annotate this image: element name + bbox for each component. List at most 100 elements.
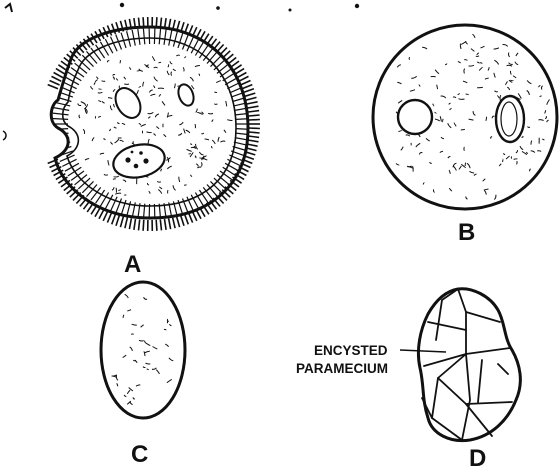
- granule: [154, 134, 156, 136]
- granule: [157, 181, 161, 182]
- cilium: [48, 85, 58, 89]
- figure-a-cilia: [48, 17, 260, 231]
- cilium: [249, 115, 260, 116]
- figure-c-outline: [101, 282, 185, 418]
- granule: [154, 77, 158, 82]
- granule: [224, 130, 226, 133]
- figure-c-cyst: [101, 282, 185, 418]
- cilium: [248, 111, 259, 112]
- cilium: [125, 218, 128, 229]
- granule: [173, 185, 176, 190]
- granule: [120, 140, 124, 141]
- granule: [116, 78, 118, 80]
- granule: [167, 166, 171, 169]
- granule: [154, 67, 158, 68]
- ectoplasm-tick: [159, 28, 160, 44]
- granule: [95, 80, 97, 82]
- cilium: [248, 140, 259, 142]
- granule: [149, 90, 152, 92]
- granule: [115, 193, 121, 194]
- granule: [109, 129, 110, 131]
- cilium: [139, 220, 140, 231]
- cilium: [249, 128, 260, 129]
- granule: [184, 185, 186, 186]
- cilium: [177, 217, 180, 228]
- granule: [113, 179, 116, 180]
- cilium: [54, 73, 64, 78]
- granule: [139, 123, 141, 125]
- cilium: [249, 132, 260, 133]
- granule: [212, 146, 213, 148]
- ectoplasm-tick: [132, 30, 135, 46]
- granule: [104, 174, 108, 175]
- figure-a-stray-mark: [3, 131, 6, 140]
- granule: [511, 157, 512, 159]
- granule: [159, 94, 161, 96]
- ectoplasm-tick: [154, 28, 155, 44]
- cilium: [242, 85, 252, 89]
- ectoplasm-tick: [178, 33, 183, 48]
- granule: [114, 127, 117, 128]
- cilium: [185, 214, 189, 224]
- cilium: [169, 218, 171, 229]
- granule: [149, 192, 150, 194]
- figure-b-label: B: [458, 219, 475, 246]
- granule: [98, 92, 103, 93]
- granule: [464, 147, 465, 151]
- granule: [170, 61, 172, 64]
- ectoplasm-tick: [187, 37, 194, 52]
- granule: [161, 169, 162, 171]
- granule: [141, 124, 146, 126]
- cilium: [107, 213, 111, 223]
- cilium: [52, 76, 62, 81]
- cilium: [56, 69, 65, 75]
- ectoplasm-tick: [183, 35, 189, 50]
- granule: [167, 71, 169, 75]
- granule: [114, 104, 115, 107]
- granule: [154, 86, 155, 88]
- figure-a-vacuole-left: [110, 84, 145, 123]
- granule: [151, 94, 156, 96]
- cilium: [248, 106, 259, 108]
- ectoplasm-tick: [149, 28, 150, 44]
- granule: [147, 132, 152, 133]
- granule: [85, 159, 89, 160]
- annotation-encysted: ENCYSTED: [314, 343, 388, 358]
- cilium: [245, 93, 256, 96]
- granule: [196, 164, 198, 167]
- granule: [108, 98, 112, 99]
- granule: [190, 77, 194, 81]
- granule: [91, 86, 93, 89]
- cilium: [246, 97, 257, 100]
- granule: [227, 120, 232, 121]
- granule: [191, 175, 192, 177]
- granule: [187, 149, 192, 151]
- ectoplasm-tick: [54, 108, 70, 111]
- granule: [100, 153, 104, 154]
- granule: [156, 127, 159, 129]
- granule: [159, 62, 162, 63]
- figure-a-label: A: [124, 251, 141, 278]
- granule: [107, 61, 109, 63]
- granule: [190, 144, 192, 145]
- cilium: [173, 218, 176, 229]
- granule: [143, 82, 144, 87]
- granule: [152, 56, 155, 61]
- granule: [124, 84, 129, 85]
- annotation-leader-line: [400, 350, 446, 352]
- cilium: [244, 89, 254, 93]
- cilium: [50, 81, 60, 86]
- granule: [98, 101, 101, 102]
- figure-a-granules: [78, 55, 233, 195]
- granule: [111, 142, 113, 144]
- granule: [108, 160, 109, 165]
- granule: [102, 101, 105, 103]
- granule: [102, 81, 106, 82]
- cilium: [248, 136, 259, 137]
- granule: [171, 72, 172, 76]
- granule: [178, 133, 182, 135]
- ectoplasm-tick: [52, 119, 68, 120]
- granule: [131, 334, 133, 335]
- granule: [197, 112, 200, 113]
- granule: [195, 156, 196, 158]
